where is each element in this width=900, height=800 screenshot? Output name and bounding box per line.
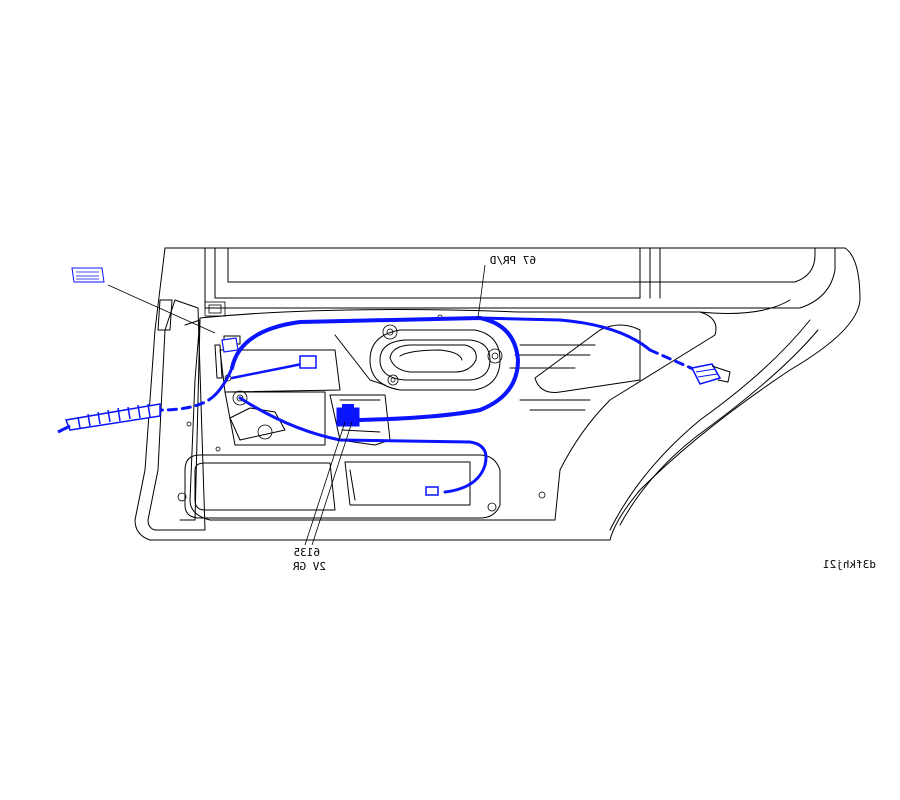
label-bottom-line2: 2V GR [293, 560, 326, 573]
door-grommet [690, 363, 731, 385]
svg-text:67 PR/D: 67 PR/D [490, 254, 536, 267]
wiring-harness [57, 316, 731, 496]
latch-area [186, 334, 391, 452]
door-handle-bezel [369, 314, 503, 391]
door-shell [134, 247, 861, 541]
svg-text:d3fkhj21: d3fkhj21 [823, 558, 876, 571]
label-top: 67 PR/D [490, 254, 536, 267]
leader-top [477, 264, 486, 319]
svg-text:6135: 6135 [294, 546, 321, 559]
svg-text:2V GR: 2V GR [293, 560, 326, 573]
pass-through-connector [57, 403, 161, 434]
lower-armrest [177, 454, 546, 519]
label-bottom-line1: 6135 [294, 546, 321, 559]
leader-bottom [304, 421, 346, 546]
wire-legend-icon [71, 267, 216, 334]
upper-pocket [509, 324, 641, 411]
figure-code: d3fkhj21 [823, 558, 876, 571]
